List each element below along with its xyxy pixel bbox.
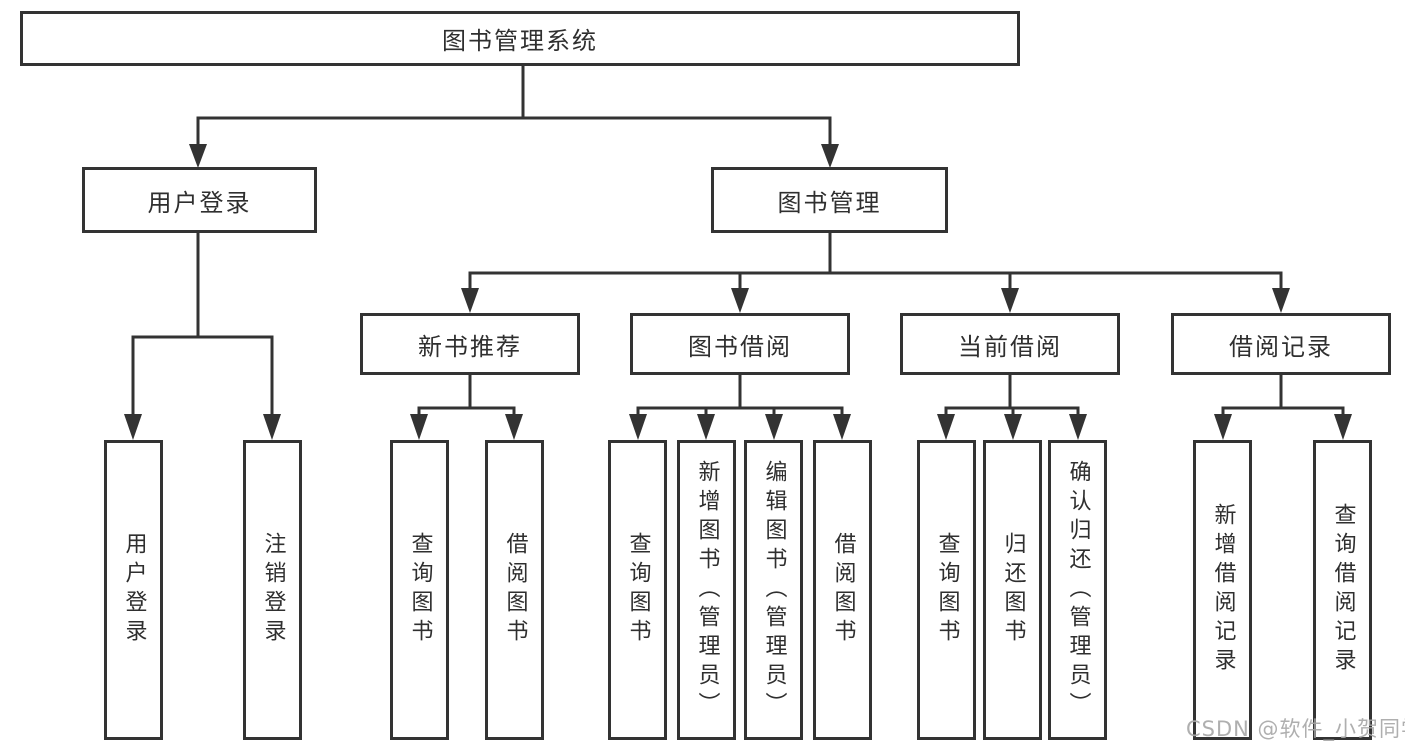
leaf-user-login: 用户登录	[104, 440, 163, 740]
node-borrow-records: 借阅记录	[1171, 313, 1391, 375]
leaf-recommend-borrow-books: 借阅图书	[485, 440, 544, 740]
leaf-borrow-books: 借阅图书	[813, 440, 872, 740]
node-root-system-label: 图书管理系统	[442, 27, 598, 55]
node-borrow-records-label: 借阅记录	[1229, 332, 1333, 361]
leaf-query-borrow-record-label: 查询借阅记录	[1330, 503, 1356, 677]
leaf-add-books-admin-label: 新增图书（管理员）	[694, 459, 720, 721]
node-user-login-label: 用户登录	[147, 188, 252, 217]
node-root-system: 图书管理系统	[20, 11, 1020, 66]
leaf-add-books-admin: 新增图书（管理员）	[677, 440, 736, 740]
node-book-borrow-label: 图书借阅	[688, 332, 792, 361]
leaf-confirm-return-admin-label: 确认归还（管理员）	[1065, 459, 1091, 721]
leaf-edit-books-admin-label: 编辑图书（管理员）	[761, 459, 787, 721]
leaf-borrow-query-books-label: 查询图书	[625, 532, 651, 648]
leaf-add-borrow-record-label: 新增借阅记录	[1210, 503, 1236, 677]
node-user-login: 用户登录	[82, 167, 317, 233]
leaf-edit-books-admin: 编辑图书（管理员）	[744, 440, 803, 740]
leaf-borrow-books-label: 借阅图书	[830, 532, 856, 648]
leaf-return-books-label: 归还图书	[1000, 532, 1026, 648]
leaf-borrow-query-books: 查询图书	[608, 440, 667, 740]
leaf-recommend-borrow-books-label: 借阅图书	[502, 532, 528, 648]
leaf-user-login-label: 用户登录	[121, 532, 147, 648]
node-book-borrow: 图书借阅	[630, 313, 850, 375]
leaf-recommend-query-books-label: 查询图书	[407, 532, 433, 648]
leaf-recommend-query-books: 查询图书	[390, 440, 449, 740]
arrowheads	[124, 144, 1352, 440]
node-book-management: 图书管理	[711, 167, 948, 233]
leaf-logout-label: 注销登录	[260, 532, 286, 648]
leaf-current-query-books: 查询图书	[917, 440, 976, 740]
leaf-logout: 注销登录	[243, 440, 302, 740]
node-new-book-recommend: 新书推荐	[360, 313, 580, 375]
leaf-current-query-books-label: 查询图书	[934, 532, 960, 648]
node-book-management-label: 图书管理	[777, 188, 882, 217]
leaf-query-borrow-record: 查询借阅记录	[1313, 440, 1372, 740]
node-current-borrow-label: 当前借阅	[958, 332, 1062, 361]
watermark: CSDN @软件_小贺同学	[1186, 717, 1405, 741]
leaf-confirm-return-admin: 确认归还（管理员）	[1048, 440, 1107, 740]
leaf-add-borrow-record: 新增借阅记录	[1193, 440, 1252, 740]
node-new-book-recommend-label: 新书推荐	[418, 332, 522, 361]
leaf-return-books: 归还图书	[983, 440, 1042, 740]
node-current-borrow: 当前借阅	[900, 313, 1120, 375]
